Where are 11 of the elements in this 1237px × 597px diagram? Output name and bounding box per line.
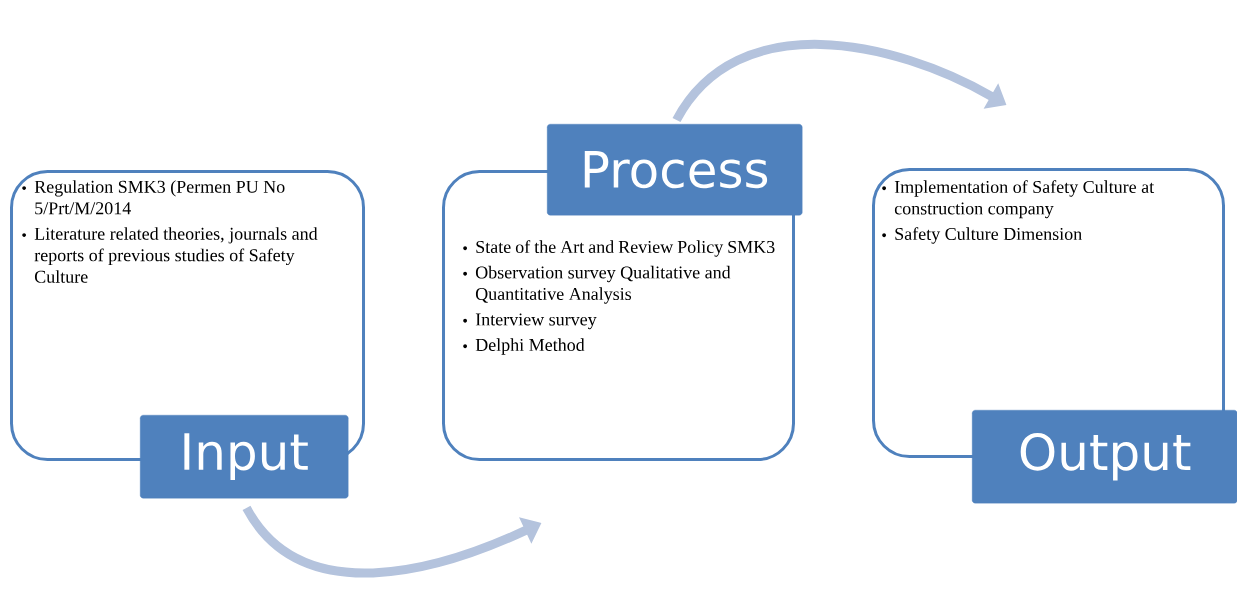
heading-tab: Output	[972, 410, 1237, 504]
bullet-item: Regulation SMK3 (Permen PU No 5/Prt/M/2014	[22, 180, 285, 215]
heading-tab: Input	[140, 415, 349, 499]
bullet-item: Interview survey	[463, 313, 597, 330]
bullet-item: State of the Art and Review Policy SMK3	[463, 240, 775, 257]
bullet-item: Observation survey Qualitative and Quantitative Analysis	[463, 265, 731, 304]
bullet-item: Delphi Method	[463, 338, 585, 355]
bullet-item: Implementation of Safety Culture at construction company	[882, 180, 1155, 219]
bullet-item: Safety Culture Dimension	[882, 227, 1082, 244]
heading-tab: Process	[547, 124, 803, 216]
bullet-item: Literature related theories, journals and reports of previous studies of Safety Culture	[22, 227, 318, 283]
